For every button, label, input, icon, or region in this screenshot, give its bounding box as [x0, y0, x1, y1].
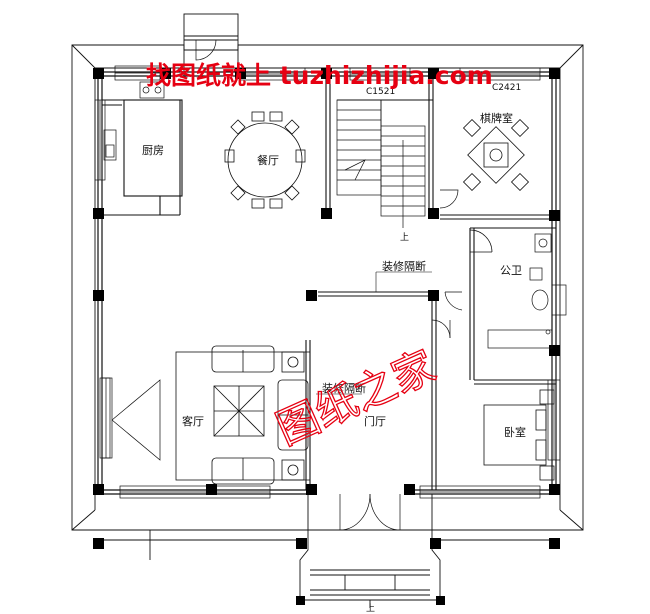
label-window-c1521: C1521	[366, 87, 395, 97]
label-bathroom: 公卫	[500, 264, 522, 277]
label-foyer: 门厅	[364, 414, 386, 428]
label-partition-horizontal: 装修隔断	[382, 259, 426, 273]
label-living-room: 客厅	[182, 414, 204, 428]
label-stairs-up: 上	[400, 232, 409, 243]
porch	[95, 494, 560, 608]
label-window-c2421: C2421	[492, 83, 521, 93]
watermark-diagonal: 图纸之家	[269, 341, 442, 454]
structural-columns	[93, 68, 560, 605]
label-partition-vertical: 装修隔断	[322, 381, 366, 395]
label-dining: 餐厅	[257, 153, 279, 167]
stove-icon	[139, 81, 165, 99]
watermark-top: 找图纸就上 tuzhizhijia.com	[146, 61, 493, 90]
doors	[111, 39, 493, 531]
label-chess-room: 棋牌室	[480, 111, 513, 125]
leader-lines	[316, 271, 432, 395]
tv-cabinet	[101, 377, 111, 459]
label-kitchen: 厨房	[142, 144, 164, 157]
stairs	[336, 99, 426, 228]
label-bedroom: 卧室	[504, 425, 526, 439]
sink-icon	[103, 129, 117, 161]
label-entry-up: 上	[366, 603, 375, 614]
bed-icon	[483, 389, 555, 481]
room-labels: 厨房 餐厅 棋牌室 公卫 客厅 门厅 卧室 装修隔断 装修隔断 上 上 C152…	[142, 83, 526, 614]
dining-table-icon	[224, 111, 306, 209]
bathroom-fixtures	[487, 233, 567, 349]
sofa-set-icon	[175, 345, 311, 485]
chess-table-icon	[462, 118, 530, 192]
